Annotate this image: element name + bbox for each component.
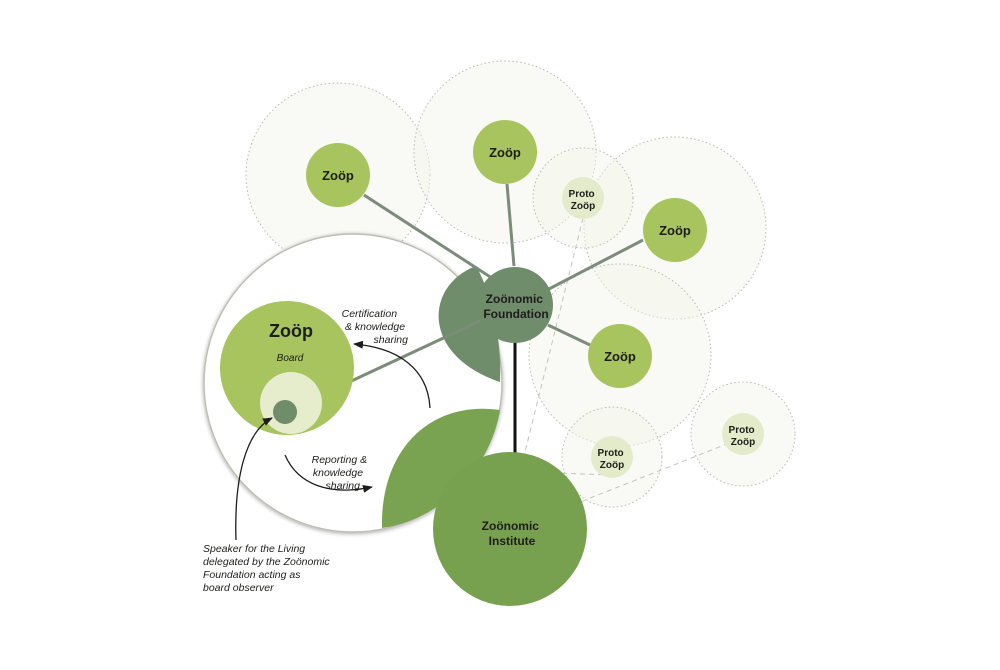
speaker-node	[273, 400, 297, 424]
link-zoop-3	[546, 238, 644, 292]
proto-node-2	[591, 436, 633, 478]
speaker-line-4: board observer	[203, 582, 274, 594]
institute-line-1: Zoönomic	[482, 519, 540, 533]
foundation-label: Zoönomic Foundation	[483, 292, 548, 321]
certification-line-3: sharing	[374, 334, 409, 346]
foundation-node	[477, 267, 553, 343]
proto-3-line-2: Zoöp	[731, 437, 755, 448]
zoop-label-1: Zoöp	[322, 168, 354, 183]
zoop-node-3	[643, 198, 707, 262]
speaker-line-3: Foundation acting as	[203, 569, 301, 581]
reporting-line-2: knowledge	[313, 467, 363, 479]
proto-node-1	[562, 177, 604, 219]
certification-annotation: Certification & knowledge sharing	[342, 308, 409, 346]
certification-line-2: & knowledge	[345, 321, 405, 333]
zoop-label-3: Zoöp	[659, 223, 691, 238]
link-zoop-2	[505, 183, 516, 267]
institute-label: Zoönomic Institute	[482, 519, 543, 548]
zoop-main-label: Zoöp	[269, 321, 313, 341]
institute-node	[433, 452, 587, 606]
speaker-arrow	[235, 417, 273, 541]
speaker-line-1: Speaker for the Living	[203, 543, 305, 555]
speaker-annotation: Speaker for the Living delegated by the …	[203, 543, 333, 594]
zoop-label-4: Zoöp	[604, 349, 636, 364]
link-zoop-1	[363, 193, 499, 284]
foundation-line-2: Foundation	[483, 307, 548, 321]
board-label: Board	[277, 353, 304, 364]
proto-1-line-1: Proto	[569, 189, 595, 200]
reporting-arrow	[284, 454, 373, 493]
zoop-node-1	[306, 143, 370, 207]
speaker-line-2: delegated by the Zoönomic	[203, 556, 330, 568]
proto-2-line-2: Zoöp	[600, 460, 624, 471]
institute-petal	[381, 408, 500, 528]
link-zoop-4	[547, 323, 591, 347]
proto-3-line-1: Proto	[729, 425, 755, 436]
proto-label-3: Proto Zoöp	[729, 425, 758, 448]
foundation-line-1: Zoönomic	[486, 292, 544, 306]
proto-2-line-1: Proto	[598, 448, 624, 459]
certification-line-1: Certification	[342, 308, 398, 320]
dashed-link-proto-3	[559, 439, 738, 511]
zoop-node-4	[588, 324, 652, 388]
reporting-line-1: Reporting &	[312, 454, 367, 466]
proto-dashed-links	[524, 217, 738, 511]
institute-line-2: Institute	[489, 534, 536, 548]
dashed-link-proto-1	[524, 217, 584, 453]
zoop-node-2	[473, 120, 537, 184]
certification-arrow	[353, 340, 431, 409]
zoop-label-2: Zoöp	[489, 145, 521, 160]
reporting-line-3: sharing	[326, 480, 361, 492]
proto-node-3	[722, 413, 764, 455]
proto-label-1: Proto Zoöp	[569, 189, 598, 212]
proto-label-2: Proto Zoöp	[598, 448, 627, 471]
proto-1-line-2: Zoöp	[571, 201, 595, 212]
reporting-annotation: Reporting & knowledge sharing	[312, 454, 370, 492]
